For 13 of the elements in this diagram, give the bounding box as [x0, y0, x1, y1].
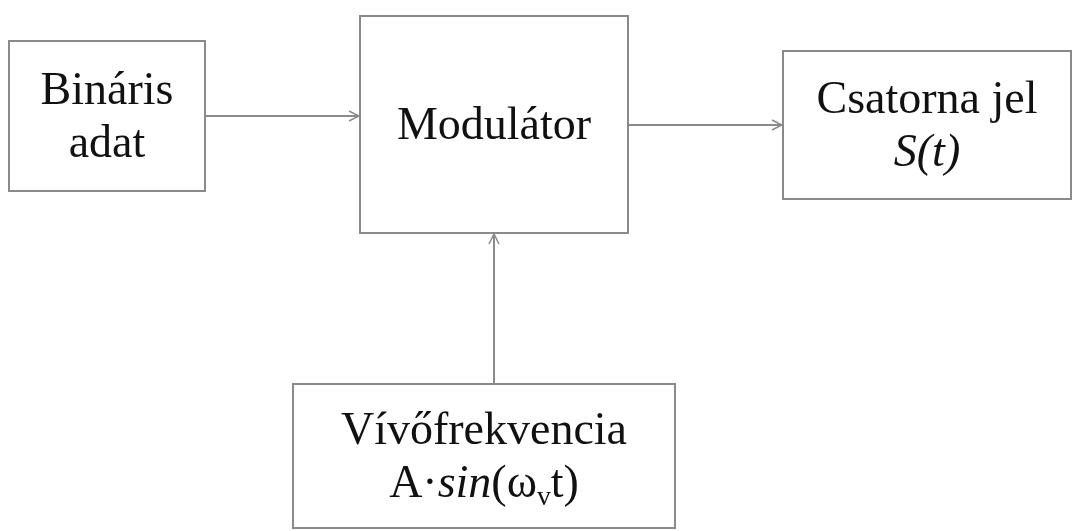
- box-label: Csatorna jel: [816, 72, 1038, 125]
- process-box: [8, 40, 206, 192]
- box-label: Vívőfrekvencia: [340, 403, 628, 456]
- box-label: S(t): [893, 125, 961, 178]
- box-label: Modulátor: [396, 98, 592, 151]
- arrow: [205, 110, 360, 122]
- arrow: [628, 119, 783, 131]
- arrow: [488, 233, 500, 384]
- box-label: Bináris adat: [39, 63, 175, 169]
- process-box: [782, 50, 1072, 200]
- process-box: [359, 15, 629, 234]
- process-box: [292, 383, 676, 529]
- box-label: A·sin(ω$_{v}$t): [389, 456, 579, 509]
